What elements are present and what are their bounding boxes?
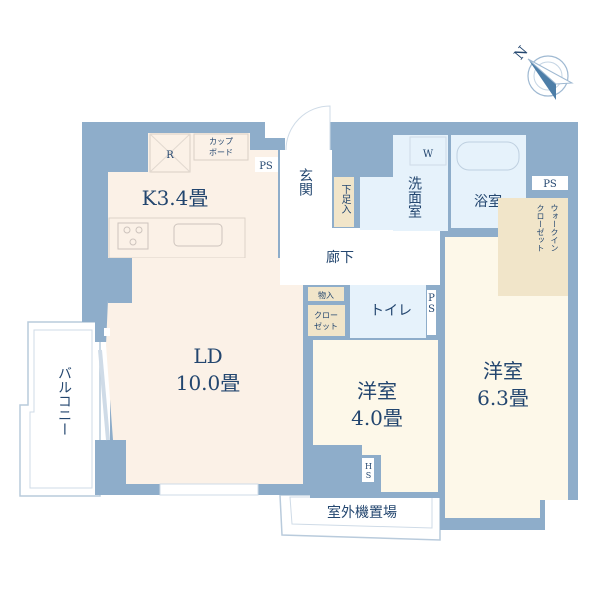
bathroom-label: 浴室 xyxy=(474,193,502,210)
kitchen: R カップ ボード PS K3.4畳 xyxy=(108,133,278,260)
washer-label: W xyxy=(423,149,434,160)
cupboard-label: カップ xyxy=(209,137,233,146)
washer xyxy=(409,136,447,166)
walk-in-closet-label: ウォークイン xyxy=(550,204,559,252)
ps-toilet xyxy=(427,290,436,335)
shoe-box xyxy=(334,177,354,227)
walk-in-closet-label-2: クローゼット xyxy=(536,204,545,252)
cupboard xyxy=(193,133,249,161)
western-large-label: 洋室 xyxy=(483,359,523,383)
closet xyxy=(308,305,345,336)
shoe-box-label: 下足入 xyxy=(339,184,350,214)
closet-label-2: ゼット xyxy=(314,321,338,331)
ld-size: 10.0畳 xyxy=(176,371,241,395)
kitchen-label: K3.4畳 xyxy=(142,186,209,210)
entrance: 廊下 xyxy=(280,105,440,285)
sink-icon xyxy=(173,223,223,247)
outdoor-unit-area: 室外機置場 xyxy=(279,494,441,541)
ps-label: PS xyxy=(259,161,273,172)
outdoor-unit-label: 室外機置場 xyxy=(327,504,397,521)
western-room-small: 洋室 4.0畳 xyxy=(313,340,438,492)
cupboard-label-2: ボード xyxy=(209,148,233,157)
walk-in-closet xyxy=(498,198,568,296)
stove-icon xyxy=(117,222,149,250)
hs xyxy=(362,458,374,482)
refrigerator xyxy=(149,133,191,173)
hs-label: HS xyxy=(364,462,373,480)
western-small-label: 洋室 xyxy=(357,379,397,403)
entrance-label: 玄関 xyxy=(297,168,313,196)
ps-bath-label: PS xyxy=(543,179,557,190)
closet-label: クロー xyxy=(314,311,338,320)
storage xyxy=(308,287,344,301)
ps-toilet-label: PS xyxy=(426,293,437,315)
balcony-label: バルコニー xyxy=(56,366,72,436)
compass-north-icon: N xyxy=(511,43,574,100)
hallway-label: 廊下 xyxy=(326,249,354,266)
western-room-large: 洋室 6.3畳 xyxy=(445,198,568,518)
ps-bath xyxy=(532,176,568,190)
washroom-label: 洗面室 xyxy=(406,176,422,218)
refrigerator-label: R xyxy=(166,150,174,161)
hs-ld xyxy=(104,328,110,336)
toilet-label: トイレ xyxy=(370,303,412,319)
ld-label: LD xyxy=(193,344,222,368)
western-small-size: 4.0畳 xyxy=(351,406,403,430)
living-dining: LD 10.0畳 xyxy=(98,258,303,496)
washroom: W xyxy=(360,135,448,231)
storage-label: 物入 xyxy=(318,290,334,300)
bathtub-icon xyxy=(456,141,520,171)
toilet: トイレ 物入 クロー ゼット xyxy=(308,285,436,338)
western-large-size: 6.3畳 xyxy=(477,386,529,410)
ps-kitchen xyxy=(255,157,278,172)
